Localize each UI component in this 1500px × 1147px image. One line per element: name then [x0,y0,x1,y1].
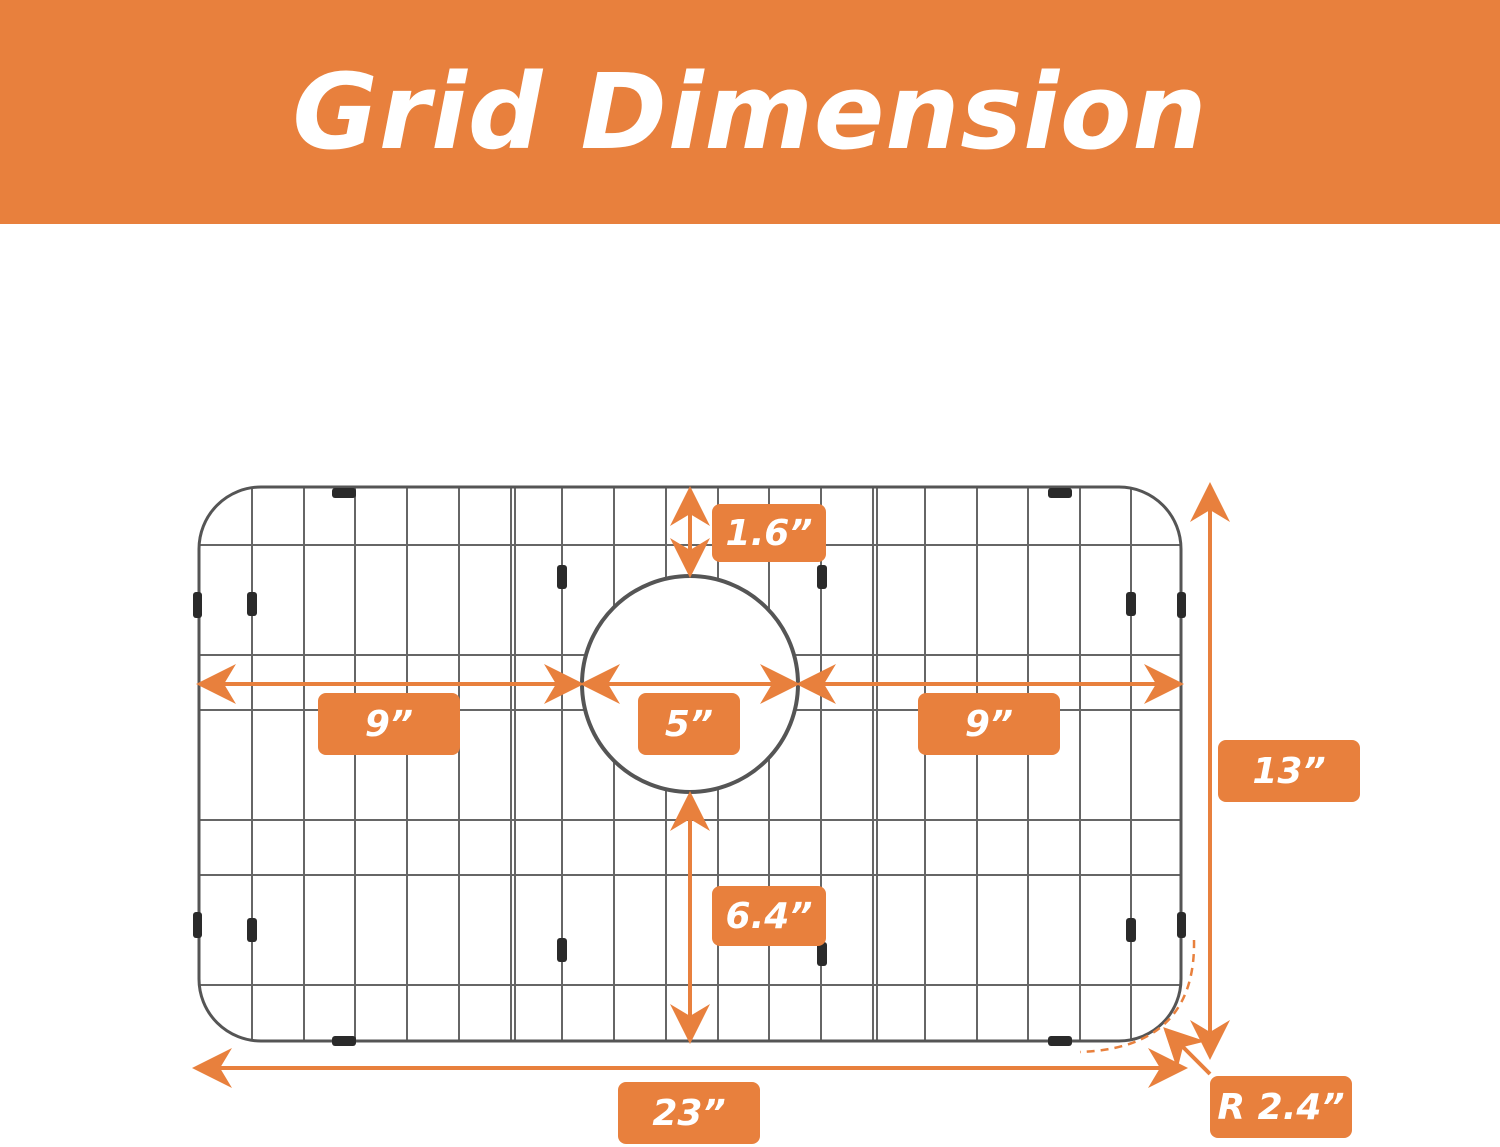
rubber-foot [332,1036,356,1046]
radius-arrow [1163,1027,1212,1076]
rubber-foot [557,938,567,962]
height-label: 13” [1218,740,1360,802]
page-title: Grid Dimension [292,51,1208,173]
rubber-foot [1048,1036,1072,1046]
rubber-foot [247,592,257,616]
rubber-foot [557,565,567,589]
rubber-foot [817,942,827,966]
top-gap-label: 1.6” [712,504,826,562]
rubber-foot [332,488,356,498]
rubber-feet [193,488,1186,1046]
hole-diameter-label: 5” [638,693,740,755]
rubber-foot [817,565,827,589]
left-width-label: 9” [318,693,460,755]
rubber-foot [1048,488,1072,498]
radius-dashed-arc [1079,939,1196,1054]
right-width-label: 9” [918,693,1060,755]
rubber-foot [247,918,257,942]
rubber-foot [1177,592,1186,618]
total-width-label: 23” [618,1082,760,1144]
rubber-foot [193,592,202,618]
rubber-foot [193,912,202,938]
bottom-gap-label: 6.4” [712,886,826,946]
rubber-foot [1126,918,1136,942]
rubber-foot [1177,912,1186,938]
title-banner: Grid Dimension [0,0,1500,224]
rubber-foot [1126,592,1136,616]
corner-radius-label: R 2.4” [1210,1076,1352,1138]
